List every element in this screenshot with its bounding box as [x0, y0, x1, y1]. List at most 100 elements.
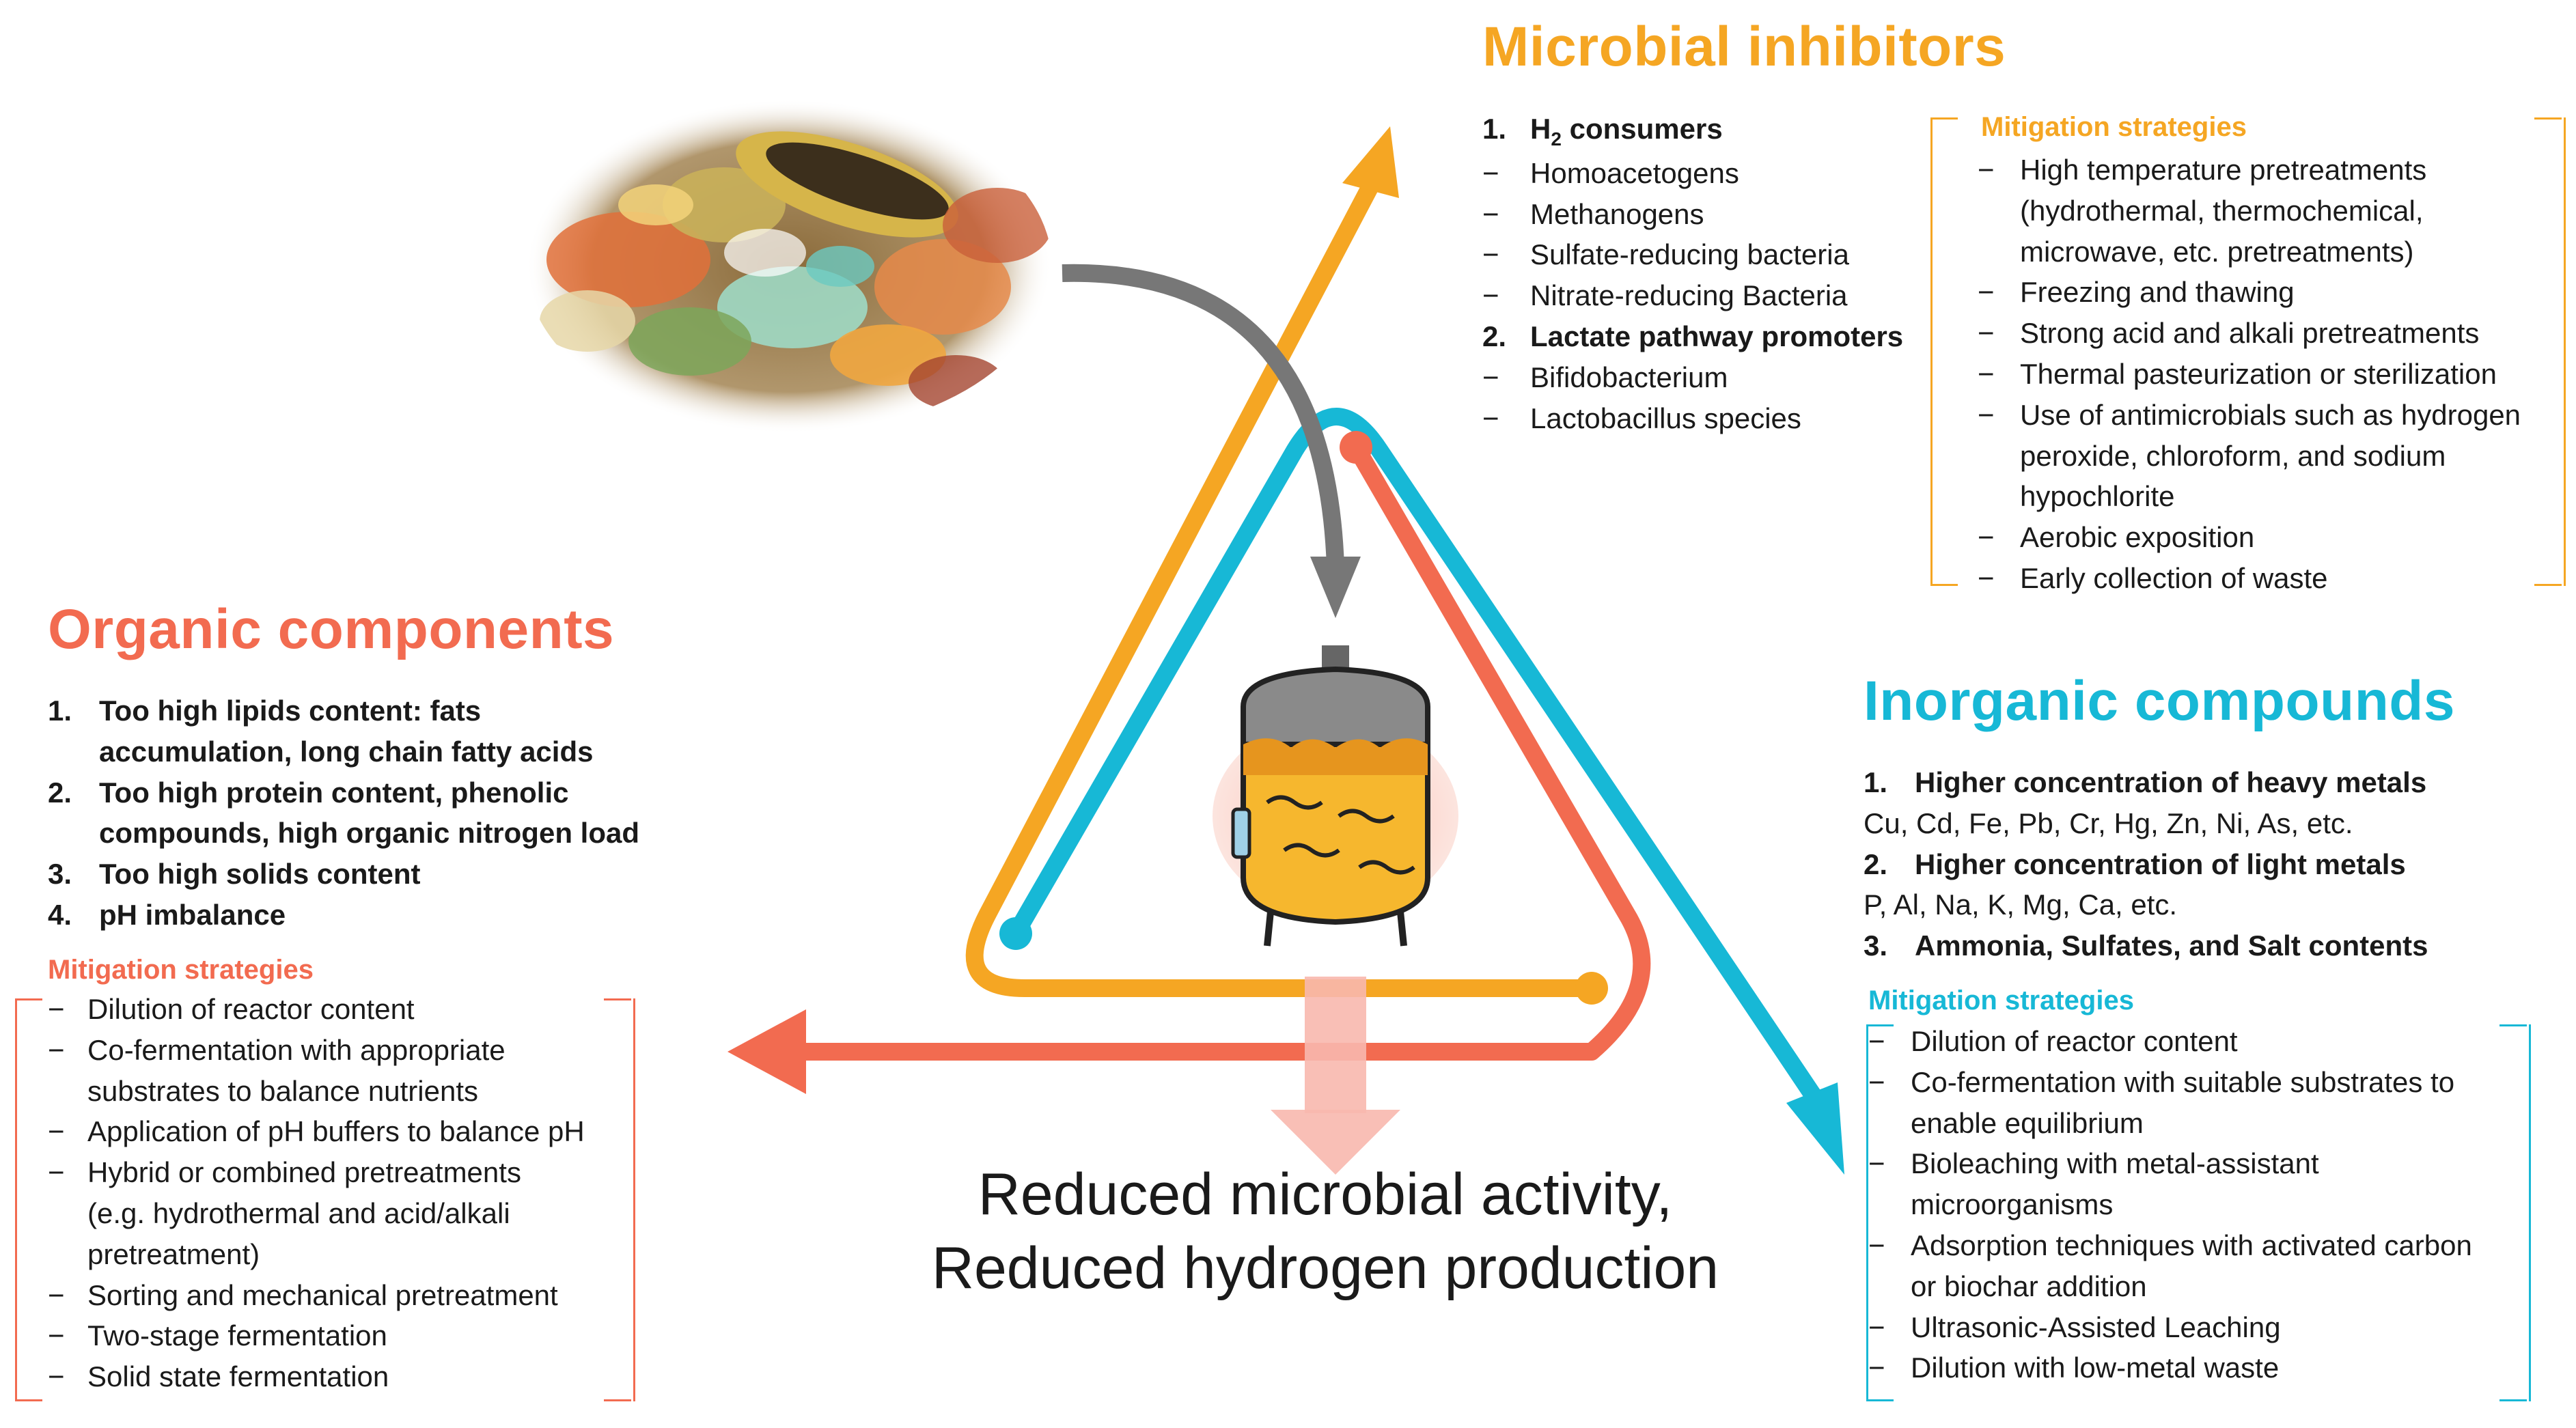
- list-item-text: Early collection of waste: [2020, 561, 2328, 594]
- organic-components-title: Organic components: [48, 598, 615, 660]
- list-item-text: Solid state fermentation: [87, 1360, 389, 1393]
- list-item-text: pH imbalance: [99, 898, 286, 931]
- list-item-text: Dilution with low-metal waste: [1911, 1352, 2280, 1384]
- microbial-arrow: [965, 126, 1608, 1005]
- list-marker: −: [48, 1319, 65, 1352]
- list-item: −Hybrid or combined pretreatments: [48, 1152, 585, 1193]
- list-item: −Lactobacillus species: [1482, 398, 1903, 439]
- list-item: microorganisms: [1868, 1184, 2472, 1225]
- list-item-text: substrates to balance nutrients: [87, 1074, 479, 1107]
- list-item-text: Dilution of reactor content: [87, 993, 415, 1025]
- list-item: 2.Higher concentration of light metals: [1864, 844, 2428, 885]
- list-marker: −: [1482, 279, 1499, 312]
- organic-bracket-tick-tl: [15, 998, 42, 1000]
- list-item-text: or biochar addition: [1911, 1270, 2147, 1302]
- list-item-text: Sorting and mechanical pretreatment: [87, 1278, 558, 1311]
- list-item-text: compounds, high organic nitrogen load: [99, 817, 639, 850]
- organic-arrow: [728, 431, 1651, 1094]
- list-item: 1.H2 consumers: [1482, 109, 1903, 153]
- list-marker: −: [1868, 1025, 1885, 1057]
- microbial-mitigation-bracket: [1930, 117, 2566, 586]
- list-marker: −: [1868, 1352, 1885, 1384]
- list-item-text: (hydrothermal, thermochemical,: [2020, 194, 2424, 227]
- list-item-text: Thermal pasteurization or sterilization: [2020, 357, 2497, 390]
- list-item-text: Freezing and thawing: [2020, 276, 2295, 309]
- list-marker: −: [1482, 402, 1499, 434]
- microbial-bracket-tick-tl: [1930, 117, 1958, 120]
- list-item: (hydrothermal, thermochemical,: [1978, 191, 2521, 232]
- list-item-text: Cu, Cd, Fe, Pb, Cr, Hg, Zn, Ni, As, etc.: [1864, 807, 2353, 839]
- list-item-text: Higher concentration of heavy metals: [1915, 766, 2427, 798]
- list-item-text: peroxide, chloroform, and sodium: [2020, 439, 2446, 472]
- list-item: peroxide, chloroform, and sodium: [1978, 436, 2521, 477]
- list-item: 3.Too high solids content: [48, 854, 639, 895]
- list-item: −Freezing and thawing: [1978, 272, 2521, 313]
- inorganic-bracket-tick-bl: [1866, 1399, 1894, 1401]
- list-item: −Nitrate-reducing Bacteria: [1482, 275, 1903, 316]
- list-item-text: Adsorption techniques with activated car…: [1911, 1229, 2472, 1261]
- list-item: −High temperature pretreatments: [1978, 150, 2521, 191]
- list-marker: −: [1978, 317, 1995, 350]
- list-marker: −: [1978, 561, 1995, 594]
- list-item: pretreatment): [48, 1234, 585, 1275]
- list-item: −Dilution of reactor content: [48, 989, 585, 1030]
- outcome-caption-line-2: Reduced hydrogen production: [931, 1235, 1719, 1301]
- list-marker: 3.: [48, 858, 72, 891]
- list-marker: −: [1482, 156, 1499, 189]
- list-marker: −: [1978, 521, 1995, 554]
- organic-mitigation-list: −Dilution of reactor content−Co-fermenta…: [48, 989, 585, 1397]
- subscript: 2: [1551, 128, 1562, 150]
- list-item-text: Ultrasonic-Assisted Leaching: [1911, 1311, 2281, 1343]
- list-item: P, Al, Na, K, Mg, Ca, etc.: [1864, 884, 2428, 925]
- outcome-caption-line-1: Reduced microbial activity,: [978, 1162, 1673, 1227]
- outcome-arrow: [1271, 977, 1400, 1175]
- list-marker: 3.: [1864, 929, 1888, 962]
- list-item: −Bioleaching with metal-assistant: [1868, 1143, 2472, 1184]
- inorganic-bracket-tick-br: [2499, 1399, 2527, 1401]
- list-marker: 2.: [1482, 320, 1507, 352]
- list-item: −Ultrasonic-Assisted Leaching: [1868, 1307, 2472, 1348]
- list-item-text: Co-fermentation with appropriate: [87, 1033, 505, 1066]
- list-item: 1.Higher concentration of heavy metals: [1864, 762, 2428, 803]
- list-marker: 4.: [48, 898, 72, 931]
- list-item: (e.g. hydrothermal and acid/alkali: [48, 1193, 585, 1234]
- microbial-inhibitors-list: 1.H2 consumers−Homoacetogens−Methanogens…: [1482, 109, 1903, 438]
- list-item: −Strong acid and alkali pretreatments: [1978, 313, 2521, 354]
- list-item: 1.Too high lipids content: fats: [48, 690, 639, 731]
- list-item: −Co-fermentation with suitable substrate…: [1868, 1062, 2472, 1103]
- list-item: −Sorting and mechanical pretreatment: [48, 1275, 585, 1316]
- list-marker: 1.: [48, 695, 72, 727]
- list-item: −Bifidobacterium: [1482, 357, 1903, 398]
- organic-mitigation-bracket: [15, 998, 635, 1401]
- organic-bracket-tick-br: [604, 1399, 631, 1401]
- list-marker: −: [48, 1360, 65, 1393]
- list-item: −Solid state fermentation: [48, 1356, 585, 1397]
- list-item-text: Bioleaching with metal-assistant: [1911, 1147, 2319, 1180]
- list-item-text: High temperature pretreatments: [2020, 154, 2427, 186]
- list-item: −Dilution of reactor content: [1868, 1021, 2472, 1062]
- feed-arrow: [1062, 264, 1361, 618]
- list-marker: −: [1868, 1311, 1885, 1343]
- list-marker: −: [1482, 197, 1499, 230]
- inorganic-mitigation-bracket: [1866, 1024, 2531, 1401]
- list-marker: −: [48, 993, 65, 1025]
- list-item: −Methanogens: [1482, 194, 1903, 235]
- organic-bracket-tick-bl: [15, 1399, 42, 1401]
- list-item: −Sulfate-reducing bacteria: [1482, 234, 1903, 275]
- list-item-text: Ammonia, Sulfates, and Salt contents: [1915, 929, 2428, 962]
- list-item-text: Too high protein content, phenolic: [99, 776, 569, 809]
- list-marker: −: [48, 1033, 65, 1066]
- microbial-mitigation-list: −High temperature pretreatments(hydrothe…: [1978, 150, 2521, 599]
- list-marker: −: [1978, 357, 1995, 390]
- list-item: −Use of antimicrobials such as hydrogen: [1978, 395, 2521, 436]
- inorganic-mitigation-list: −Dilution of reactor content−Co-fermenta…: [1868, 1021, 2472, 1388]
- list-item-text: Dilution of reactor content: [1911, 1025, 2238, 1057]
- list-item: −Application of pH buffers to balance pH: [48, 1111, 585, 1152]
- list-marker: −: [48, 1278, 65, 1311]
- list-marker: −: [1978, 398, 1995, 431]
- list-marker: −: [1868, 1147, 1885, 1180]
- list-item: −Adsorption techniques with activated ca…: [1868, 1225, 2472, 1266]
- list-item: Cu, Cd, Fe, Pb, Cr, Hg, Zn, Ni, As, etc.: [1864, 803, 2428, 844]
